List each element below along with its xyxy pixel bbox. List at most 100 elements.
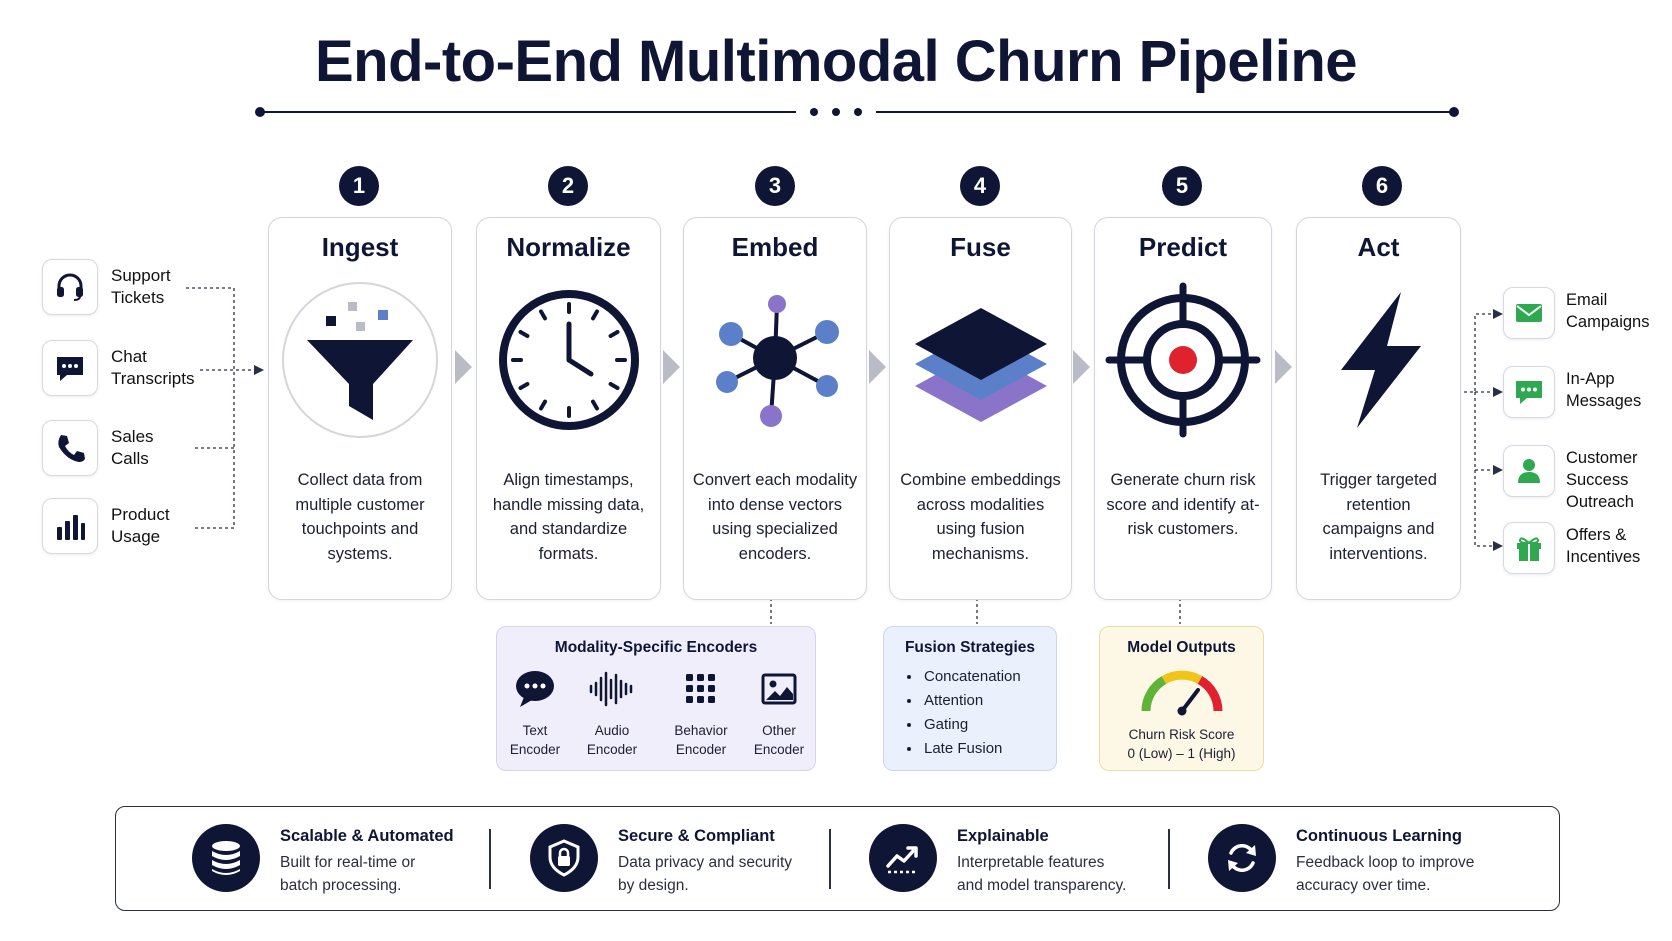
- flow-arrow: [1275, 350, 1292, 384]
- database-icon: [192, 824, 260, 892]
- step-card-normalize: Normalize Align timestamps, handle missi…: [476, 217, 661, 600]
- output-label: Email Campaigns: [1566, 291, 1650, 331]
- output-offers-incentives: Offers & Incentives: [1503, 522, 1672, 582]
- step-card-embed: Embed Convert each modality into dense v…: [683, 217, 867, 600]
- step-title: Act: [1357, 232, 1400, 262]
- step-title: Ingest: [321, 232, 399, 262]
- step-card-ingest: Ingest Collect data from multiple custom…: [268, 217, 452, 600]
- encoder-behavior: Behavior Encoder: [661, 667, 741, 759]
- page-title: End-to-End Multimodal Churn Pipeline: [314, 29, 1358, 94]
- encoder-label: Audio Encoder: [586, 723, 638, 757]
- step-title: Predict: [1138, 232, 1228, 262]
- encoder-label: Text Encoder: [509, 723, 561, 757]
- step-number: 5: [1162, 166, 1202, 206]
- source-label: Product Usage: [111, 505, 170, 546]
- feature-scalable: Scalable & Automated Built for real-time…: [116, 807, 476, 910]
- source-chat-transcripts: Chat Transcripts: [42, 340, 252, 400]
- feature-description: Interpretable features and model transpa…: [957, 854, 1127, 894]
- target-icon: [1095, 280, 1271, 440]
- trend-chart-icon: [869, 824, 937, 892]
- list-item: Gating: [922, 713, 1021, 737]
- output-customer-success-outreach: Customer Success Outreach: [1503, 445, 1672, 511]
- list-item: Concatenation: [922, 665, 1021, 689]
- output-label: Offers & Incentives: [1566, 526, 1641, 566]
- model-outputs-title: Model Outputs: [1127, 639, 1236, 656]
- output-email-campaigns: Email Campaigns: [1503, 287, 1672, 347]
- fusion-list: Concatenation Attention Gating Late Fusi…: [906, 665, 1021, 761]
- source-label: Sales Calls: [111, 427, 154, 468]
- output-in-app-messages: In-App Messages: [1503, 366, 1672, 426]
- encoder-label: Behavior Encoder: [674, 723, 728, 757]
- step-description: Collect data from multiple customer touc…: [295, 471, 425, 563]
- step-number: 1: [339, 166, 379, 206]
- clock-icon: [477, 280, 660, 440]
- mail-icon: [1503, 287, 1555, 339]
- gauge-range: 0 (Low) – 1 (High): [1127, 746, 1236, 761]
- step-card-act: Act Trigger targeted retention campaigns…: [1296, 217, 1461, 600]
- gauge-label: Churn Risk Score: [1128, 727, 1235, 742]
- headset-icon: [42, 259, 98, 315]
- refresh-icon: [1208, 824, 1276, 892]
- flow-arrow: [663, 350, 680, 384]
- funnel-icon: [269, 280, 451, 440]
- source-label: Support Tickets: [111, 266, 171, 307]
- step-number: 4: [960, 166, 1000, 206]
- flow-arrow: [1073, 350, 1090, 384]
- step-title: Embed: [731, 232, 819, 262]
- shield-lock-icon: [530, 824, 598, 892]
- network-icon: [684, 280, 866, 440]
- model-outputs-panel: Model Outputs Churn Risk Score 0 (Low) –…: [1099, 626, 1264, 771]
- step-description: Trigger targeted retention campaigns and…: [1320, 471, 1437, 563]
- fusion-panel: Fusion Strategies Concatenation Attentio…: [883, 626, 1057, 771]
- dot-grid-icon: [661, 667, 741, 711]
- list-item: Attention: [922, 689, 1021, 713]
- person-icon: [1503, 445, 1555, 497]
- encoder-other: Other Encoder: [739, 667, 819, 759]
- features-footer: Scalable & Automated Built for real-time…: [115, 806, 1560, 911]
- layers-icon: [890, 280, 1071, 440]
- feature-divider: [1168, 829, 1170, 889]
- step-description: Align timestamps, handle missing data, a…: [492, 471, 645, 563]
- step-number: 3: [755, 166, 795, 206]
- step-description: Combine embeddings across modalities usi…: [900, 471, 1061, 563]
- encoder-label: Other Encoder: [753, 723, 805, 757]
- feature-secure: Secure & Compliant Data privacy and secu…: [454, 807, 814, 910]
- feature-description: Feedback loop to improve accuracy over t…: [1296, 854, 1475, 894]
- feature-title: Secure & Compliant: [618, 827, 775, 845]
- source-label: Chat Transcripts: [111, 347, 195, 388]
- feature-description: Data privacy and security by design.: [618, 854, 793, 894]
- chat-icon: [42, 340, 98, 396]
- flow-arrow: [455, 350, 472, 384]
- feature-title: Continuous Learning: [1296, 827, 1462, 845]
- flow-arrow: [869, 350, 886, 384]
- speech-bubble-icon: [495, 667, 575, 711]
- waveform-icon: [572, 667, 652, 711]
- feature-divider: [489, 829, 491, 889]
- step-number: 6: [1362, 166, 1402, 206]
- source-sales-calls: Sales Calls: [42, 420, 252, 480]
- phone-icon: [42, 420, 98, 476]
- feature-explainable: Explainable Interpretable features and m…: [793, 807, 1153, 910]
- gauge-icon: [1136, 663, 1228, 722]
- feature-title: Scalable & Automated: [280, 827, 454, 845]
- bar-chart-icon: [42, 498, 98, 554]
- feature-title: Explainable: [957, 827, 1049, 845]
- encoder-audio: Audio Encoder: [572, 667, 652, 759]
- step-card-predict: Predict Generate churn risk score and id…: [1094, 217, 1272, 600]
- feature-continuous-learning: Continuous Learning Feedback loop to imp…: [1132, 807, 1532, 910]
- feature-divider: [829, 829, 831, 889]
- lightning-icon: [1297, 280, 1460, 440]
- fusion-title: Fusion Strategies: [904, 639, 1036, 656]
- message-icon: [1503, 366, 1555, 418]
- output-label: Customer Success Outreach: [1566, 449, 1638, 511]
- step-description: Generate churn risk score and identify a…: [1106, 471, 1260, 538]
- output-label: In-App Messages: [1566, 370, 1642, 410]
- feature-description: Built for real-time or batch processing.: [280, 854, 416, 894]
- list-item: Late Fusion: [922, 737, 1021, 761]
- step-title: Normalize: [506, 232, 631, 262]
- encoder-text: Text Encoder: [495, 667, 575, 759]
- step-description: Convert each modality into dense vectors…: [692, 471, 858, 563]
- encoders-panel: Modality-Specific Encoders Text Encoder …: [496, 626, 816, 771]
- gift-icon: [1503, 522, 1555, 574]
